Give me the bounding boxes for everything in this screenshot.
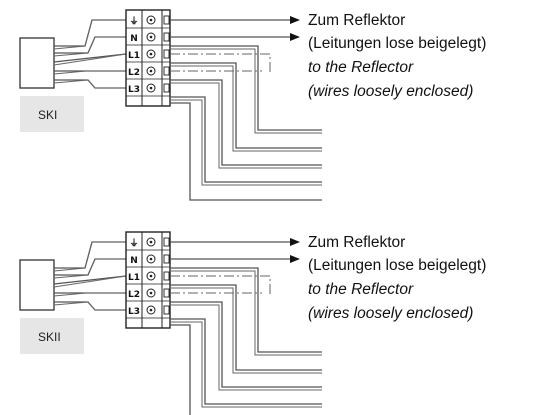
- terminal-label-1: ⏚: [129, 238, 138, 249]
- screw-center-icon: [149, 52, 153, 56]
- cable-wire-inner-2: [53, 258, 126, 279]
- cable-wire-inner-4: [53, 292, 126, 297]
- clamp-icon: [163, 305, 170, 315]
- wire-out-inner-1: [170, 270, 322, 356]
- wire-out-inner-1: [170, 48, 322, 134]
- wire-out-5: [170, 102, 322, 201]
- label-de-line-1: Zum Reflektor: [308, 12, 405, 29]
- screw-center-icon: [149, 86, 153, 90]
- arrow-icon: [290, 16, 300, 24]
- label-en-line-1: to the Reflector: [308, 59, 414, 76]
- clamp-icon: [163, 32, 170, 42]
- wire-out-2: [170, 284, 322, 371]
- clamp-icon: [163, 271, 170, 281]
- cable-wire-1: [54, 241, 126, 269]
- wire-out-inner-3: [170, 82, 322, 169]
- terminal-label-5: L3: [128, 307, 140, 317]
- screw-center-icon: [149, 274, 153, 278]
- unit-tag: SKI: [38, 108, 57, 122]
- wire-out-4: [170, 96, 322, 183]
- terminal-label-3: L1: [128, 273, 140, 283]
- wire-out-5: [170, 324, 191, 415]
- cable-wire-inner-2: [53, 36, 126, 57]
- unit-tag-box: [20, 318, 84, 354]
- loose-wire-1: [170, 53, 271, 74]
- wire-out-inner-4: [170, 99, 322, 186]
- clamp-icon: [163, 83, 170, 93]
- screw-center-icon: [149, 291, 153, 295]
- label-de-line-2: (Leitungen lose beigelegt): [308, 35, 486, 52]
- screw-center-icon: [149, 240, 153, 244]
- wire-out-4: [170, 318, 322, 405]
- clamp-icon: [163, 49, 170, 59]
- clamp-icon: [163, 66, 170, 76]
- cable-wire-inner-1: [53, 19, 126, 50]
- cable-wire-1: [54, 19, 126, 47]
- arrow-icon: [290, 255, 300, 263]
- terminal-label-4: L2: [128, 290, 140, 300]
- terminal-label-1: ⏚: [129, 16, 138, 27]
- clamp-icon: [163, 288, 170, 298]
- label-de-line-1: Zum Reflektor: [308, 234, 405, 251]
- cable-sheath: [19, 37, 55, 89]
- cable-wire-5: [54, 79, 126, 89]
- label-en-line-1: to the Reflector: [308, 281, 414, 298]
- wire-out-3: [170, 301, 322, 388]
- clamp-icon: [163, 15, 170, 25]
- wire-out-1: [170, 45, 322, 131]
- clamp-icon: [163, 237, 170, 247]
- unit-tag: SKII: [38, 330, 61, 344]
- wire-out-inner-2: [170, 65, 322, 152]
- terminal-label-2: N: [130, 34, 138, 44]
- screw-center-icon: [149, 308, 153, 312]
- cable-wire-2: [54, 36, 126, 54]
- terminal-label-5: L3: [128, 85, 140, 95]
- wire-out-inner-4: [170, 321, 322, 408]
- wire-out-1: [170, 267, 322, 353]
- label-de-line-2: (Leitungen lose beigelegt): [308, 257, 486, 274]
- screw-center-icon: [149, 35, 153, 39]
- cable-wire-inner-3: [53, 53, 127, 66]
- cable-wire-2: [54, 258, 126, 276]
- arrow-icon: [290, 238, 300, 246]
- wire-out-3: [170, 79, 322, 166]
- cable-wire-inner-5: [53, 79, 126, 89]
- screw-center-icon: [149, 18, 153, 22]
- loose-wire-1: [170, 275, 271, 296]
- cable-wire-inner-5: [53, 301, 126, 311]
- cable-wire-inner-4: [53, 70, 126, 75]
- terminal-label-2: N: [130, 256, 138, 266]
- terminal-label-4: L2: [128, 68, 140, 78]
- screw-center-icon: [149, 69, 153, 73]
- label-en-line-2: (wires loosely enclosed): [308, 83, 473, 100]
- cable-wire-5: [54, 301, 126, 311]
- wire-out-2: [170, 62, 322, 149]
- cable-wire-inner-3: [53, 275, 127, 288]
- wire-out-inner-3: [170, 304, 322, 391]
- cable-wire-inner-1: [53, 241, 126, 272]
- label-en-line-2: (wires loosely enclosed): [308, 305, 473, 322]
- terminal-label-3: L1: [128, 51, 140, 61]
- arrow-icon: [290, 33, 300, 41]
- cable-sheath: [19, 259, 55, 311]
- clamp-icon: [163, 254, 170, 264]
- wire-out-inner-2: [170, 287, 322, 374]
- unit-tag-box: [20, 96, 84, 132]
- screw-center-icon: [149, 257, 153, 261]
